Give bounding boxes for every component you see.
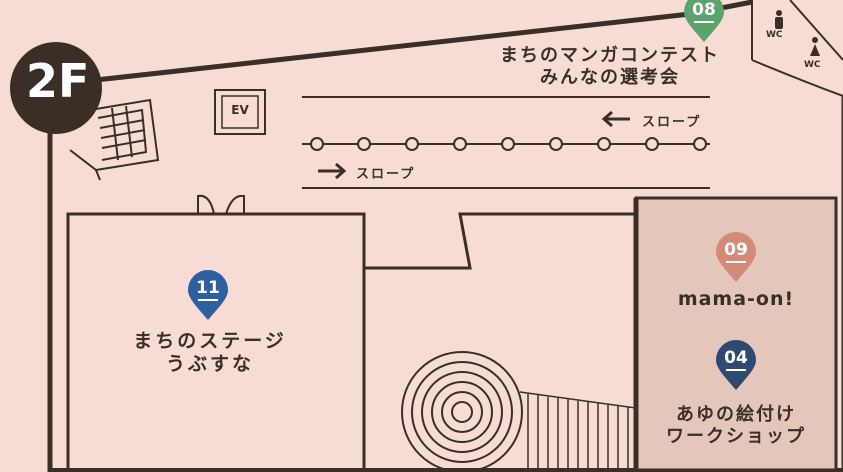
restroom-label-2: WC (804, 60, 821, 70)
north-wall (95, 11, 691, 83)
elevator-box (214, 89, 266, 135)
booth-title-08-line-1: まちのマンガコンテスト (500, 45, 720, 66)
spiral-ramp (401, 351, 523, 472)
booth-title-11: まちのステージ うぶすな (100, 330, 320, 376)
booth-pin-04[interactable]: 04 (714, 340, 758, 392)
booth-title-11-line-2: うぶすな (165, 352, 254, 375)
restroom-curve (751, 59, 843, 97)
restroom-icon (775, 10, 820, 56)
restroom-diagonal (789, 0, 843, 61)
elevator-inner (221, 95, 259, 129)
staircase (69, 98, 160, 181)
slope-label-upper: スロープ (642, 115, 702, 130)
stage-room (66, 212, 366, 472)
booth-title-08: まちのマンガコンテスト みんなの選考会 (470, 45, 750, 88)
booth-number-09: 09 (714, 240, 758, 263)
ramp-hatching (519, 391, 637, 471)
floor-label: 2F (26, 54, 90, 108)
stage-door (197, 194, 245, 215)
booth-title-08-line-2: みんなの選考会 (540, 66, 680, 88)
slope-arrow-right (318, 162, 347, 180)
railing-posts (310, 137, 707, 151)
restroom-label-1: WC (766, 30, 783, 40)
booth-pin-09[interactable]: 09 (714, 232, 758, 284)
booth-number-08: 08 (682, 0, 726, 23)
slope-label-lower: スロープ (356, 167, 416, 182)
floor-badge: 2F (10, 42, 102, 134)
booth-number-04: 04 (714, 348, 758, 371)
booth-number-11: 11 (186, 278, 230, 301)
booth-pin-08[interactable]: 08 (682, 0, 726, 44)
slope-arrow-left (601, 110, 630, 128)
booth-title-11-line-1: まちのステージ (133, 330, 287, 352)
elevator-label: EV (231, 103, 249, 117)
booth-title-04: あゆの絵付け ワークショップ (646, 404, 826, 447)
booth-title-04-line-1: あゆの絵付け (676, 404, 796, 425)
booth-title-04-line-2: ワークショップ (666, 425, 806, 447)
booth-title-09: mama-on! (677, 288, 795, 310)
booth-pin-11[interactable]: 11 (186, 270, 230, 322)
middle-wall (364, 212, 640, 270)
